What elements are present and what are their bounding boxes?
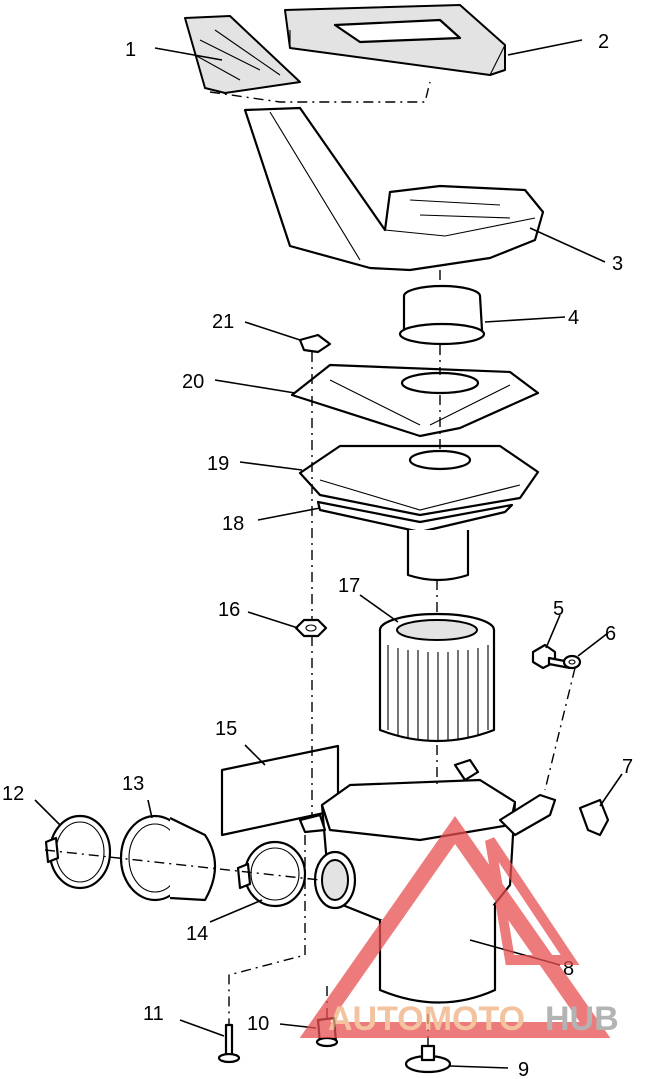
part-6-washer	[562, 654, 582, 670]
watermark-text-hub: HUB	[545, 1000, 619, 1038]
callout-15: 15	[215, 718, 237, 740]
part-21-clip	[298, 333, 332, 354]
part-20-cover-plate	[290, 363, 540, 438]
air-box-outlet	[313, 850, 357, 910]
part-17-air-filter	[378, 612, 496, 743]
callout-11: 11	[143, 1003, 164, 1025]
callout-18: 18	[222, 513, 244, 535]
callout-14: 14	[186, 923, 208, 945]
callout-17: 17	[338, 575, 360, 597]
part-11-long-bolt	[217, 1023, 241, 1064]
watermark-triangle-logo	[299, 816, 611, 1038]
callout-6: 6	[605, 623, 616, 645]
assembly-lines	[44, 81, 576, 1046]
part-2-foam-frame	[284, 4, 506, 76]
callout-9: 9	[518, 1059, 529, 1079]
callout-4: 4	[568, 307, 579, 329]
part-14-clamp	[236, 840, 307, 908]
callout-8: 8	[563, 958, 574, 980]
air-box-body	[298, 758, 517, 1004]
callout-20: 20	[182, 371, 204, 393]
leader-lines	[34, 39, 623, 1069]
callout-16: 16	[218, 599, 240, 621]
callout-21: 21	[212, 311, 234, 333]
callout-10: 10	[247, 1013, 269, 1035]
part-9-drain-valve	[404, 1044, 452, 1074]
callout-12: 12	[2, 783, 24, 805]
part-4-adapter-boot	[398, 284, 486, 346]
callout-1: 1	[125, 39, 136, 61]
part-1-foam-strip	[184, 15, 301, 94]
part-7-clip	[578, 798, 610, 837]
part-18-gasket	[316, 500, 514, 534]
part-13-intake-boot	[119, 814, 216, 902]
part-16-nut	[294, 618, 328, 638]
callout-2: 2	[598, 31, 609, 53]
housing-neck	[406, 530, 470, 582]
callout-19: 19	[207, 453, 229, 475]
callout-7: 7	[622, 756, 633, 778]
callout-13: 13	[122, 773, 144, 795]
mounting-bracket	[498, 793, 557, 837]
part-12-clamp	[44, 814, 112, 890]
watermark: AUTOMOTO HUB	[299, 816, 619, 1038]
callout-5: 5	[553, 598, 564, 620]
part-19-housing-top	[298, 444, 540, 517]
part-3-intake-cover	[243, 106, 545, 272]
watermark-text-automoto: AUTOMOTO	[328, 1000, 525, 1038]
callout-labels: 1 2 3 4 5 6 7 8 9 10 11 12 13 14 15 16 1…	[2, 31, 633, 1079]
callout-3: 3	[612, 253, 623, 275]
